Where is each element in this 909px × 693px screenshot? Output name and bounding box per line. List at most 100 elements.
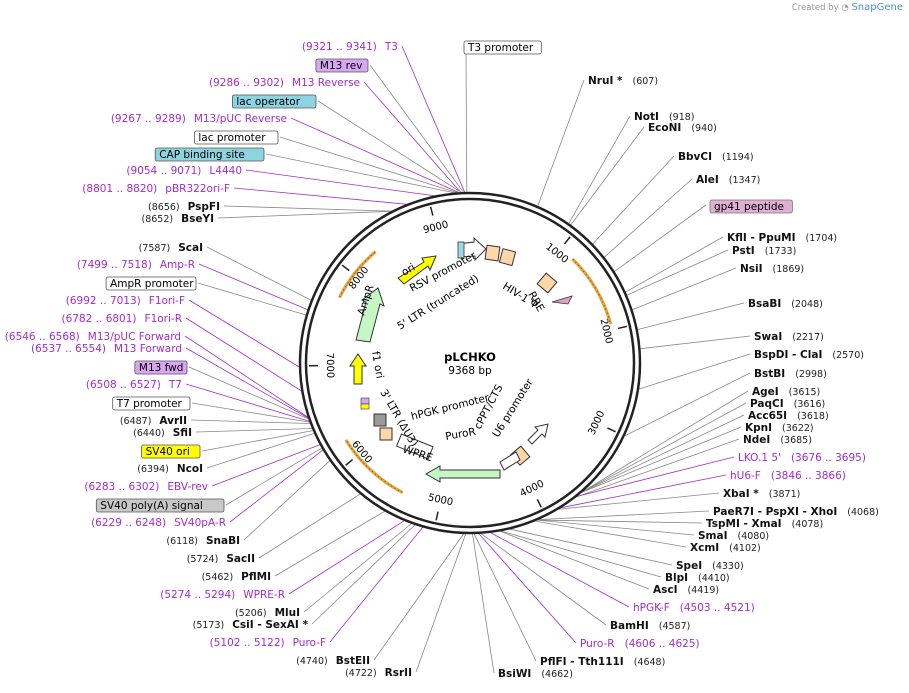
primer-m13-puc-forward[interactable]: (6546 .. 6568)M13/pUC Forward [5,331,181,343]
enzyme-site-kpni[interactable]: KpnI(3622) [745,422,814,434]
primer-lko-1-5[interactable]: LKO.1 5'(3676 .. 3695) [738,452,866,464]
primer-t7[interactable]: (6508 .. 6527)T7 [86,379,182,391]
enzyme-site-scai[interactable]: (7587)ScaI [139,242,203,254]
credit-brand: SnapGene [851,2,903,13]
leader-line [538,510,710,521]
primer-t3[interactable]: (9321 .. 9341)T3 [302,41,398,53]
primer-f1ori-f[interactable]: (6992 .. 7013)F1ori-F [66,295,185,307]
enzyme-site-ndei[interactable]: NdeI(3685) [743,434,812,446]
leader-line [243,460,331,541]
enzyme-site-noti[interactable]: NotI(918) [634,111,694,123]
enzyme-site-blpi[interactable]: BlpI(4410) [665,572,730,584]
enzyme-site-asci[interactable]: AscI(4419) [653,584,719,596]
enzyme-site-paqci[interactable]: PaqCI(3616) [750,398,825,410]
feature-ampr[interactable] [355,287,385,343]
feature-ori[interactable] [397,255,437,285]
enzyme-site-xbai[interactable]: XbaI *(3871) [723,488,800,500]
enzyme-site-ncoi[interactable]: (6394)NcoI [137,463,203,475]
enzyme-site-rsrii[interactable]: (4722)RsrII [345,667,412,679]
svg-text:(5206)MluI: (5206)MluI [235,607,300,619]
svg-text:hU6-F(3846 .. 3866): hU6-F(3846 .. 3866) [730,470,846,482]
primer-puro-f[interactable]: (5102 .. 5122)Puro-F [210,637,326,649]
enzyme-site-tspmi-xmai[interactable]: TspMI - XmaI(4078) [706,518,823,530]
svg-text:PaeR7I - PspXI - XhoI(4068: PaeR7I - PspXI - XhoI(4068) [713,506,879,518]
leader-line [537,519,703,524]
enzyme-site-bsabi[interactable]: BsaBI(2048) [748,298,823,310]
leader-line [288,520,405,595]
leader-line [229,449,324,523]
enzyme-site-kfli-ppumi[interactable]: KflI - PpuMI(1704) [727,232,837,244]
enzyme-site-pspfi[interactable]: (8656)PspFI [148,201,220,213]
enzyme-site-pflmi[interactable]: (5462)PflMI [202,571,271,583]
enzyme-site-nrui[interactable]: NruI *(607) [588,75,658,87]
feature-f1-ori[interactable] [349,353,367,385]
feature-rre[interactable] [536,272,558,294]
ring-tick-mark [607,427,616,433]
primer-f1ori-r[interactable]: (6782 .. 6801)F1ori-R [62,313,182,325]
leader-line [473,533,537,662]
svg-text:PflFI - Tth111I(4648): PflFI - Tth111I(4648) [540,656,665,668]
enzyme-site-bamhi[interactable]: BamHI(4587) [610,620,690,632]
svg-text:SwaI(2217): SwaI(2217) [754,331,824,343]
primer-hpgk-f[interactable]: hPGK-F(4503 .. 4521) [633,602,755,614]
primer-amp-r[interactable]: (7499 .. 7518)Amp-R [77,259,195,271]
leader-line [188,366,309,420]
primer-pbr322ori-f[interactable]: (8801 .. 8820)pBR322ori-F [82,183,230,195]
enzyme-site-bsiwi[interactable]: BsiWI(4662) [498,668,573,680]
primer-m13-puc-reverse[interactable]: (9267 .. 9289)M13/pUC Reverse [111,113,287,125]
primer-m13-reverse[interactable]: (9286 .. 9302)M13 Reverse [209,77,360,89]
enzyme-site-bseyi[interactable]: (8652)BseYI [142,213,214,225]
enzyme-site-smai[interactable]: SmaI(4080) [698,530,769,542]
feature-puror[interactable] [424,465,501,483]
enzyme-site-sacii[interactable]: (5724)SacII [187,553,255,565]
svg-text:KpnI(3622): KpnI(3622) [745,422,814,434]
enzyme-site-paer7i-pspxi-xhoi[interactable]: PaeR7I - PspXI - XhoI(4068) [713,506,879,518]
primer-sv40pa-r[interactable]: (6229 .. 6248)SV40pA-R [91,517,226,529]
leader-line [185,317,302,392]
enzyme-site-bbvci[interactable]: BbvCI(1194) [678,151,754,163]
ring-tick-label: 9000 [422,219,449,236]
enzyme-site-agei[interactable]: AgeI(3615) [752,386,820,398]
enzyme-site-sfii[interactable]: (6440)SfiI [133,427,192,439]
enzyme-site-xcmi[interactable]: XcmI(4102) [690,542,761,554]
enzyme-site-csii-sexai[interactable]: (5173)CsiI - SexAI * [193,619,309,631]
primer-ebv-rev[interactable]: (6283 .. 6302)EBV-rev [84,481,208,493]
enzyme-site-bspdi-clai[interactable]: BspDI - ClaI(2570) [754,349,864,361]
enzyme-site-alei[interactable]: AleI(1347) [696,174,760,186]
enzyme-site-snabi[interactable]: (6118)SnaBI [166,535,240,547]
enzyme-site-bsteii[interactable]: (4740)BstEII [296,655,370,667]
enzyme-site-mlui[interactable]: (5206)MluI [235,607,300,619]
enzyme-site-psti[interactable]: PstI(1733) [732,245,796,257]
feature-wpre[interactable] [395,433,434,460]
svg-text:NdeI(3685): NdeI(3685) [743,434,812,446]
ring-tick-label: 4000 [518,478,546,499]
primer-wpre-r[interactable]: (5274 .. 5294)WPRE-R [160,589,285,601]
svg-text:(7587)ScaI: (7587)ScaI [139,242,203,254]
feature-3-ltr[interactable] [360,397,393,441]
primer-m13-forward[interactable]: (6537 .. 6554)M13 Forward [31,343,182,355]
enzyme-site-spei[interactable]: SpeI(4330) [676,560,744,572]
primer-hu6-f[interactable]: hU6-F(3846 .. 3866) [730,470,846,482]
enzyme-site-bstbi[interactable]: BstBI(2998) [754,368,827,380]
leader-line [415,533,467,673]
svg-text:(6229 .. 6248)SV40pA-R: (6229 .. 6248)SV40pA-R [91,517,226,529]
primer-l4440[interactable]: (9054 .. 9071)L4440 [126,165,242,177]
enzyme-site-acc65i[interactable]: Acc65I(3618) [748,410,829,422]
feature-cap-marker [457,241,465,259]
box-lac-operator: lac operator [231,94,317,109]
primer-puro-r[interactable]: Puro-R(4606 .. 4625) [580,638,700,650]
label-f1-ori: f1 ori [369,350,386,379]
enzyme-site-swai[interactable]: SwaI(2217) [754,331,824,343]
enzyme-site-econi[interactable]: EcoNI(940) [648,122,717,134]
leader-line [185,347,309,419]
leader-line [190,419,311,424]
enzyme-site-avrii[interactable]: (6487)AvrII [120,415,187,427]
enzyme-site-pflfi-tth111i[interactable]: PflFI - Tth111I(4648) [540,656,665,668]
leader-line [195,428,313,433]
leader-line [217,210,392,219]
leader-line [245,169,435,197]
leader-line [225,447,322,506]
enzyme-site-nsii[interactable]: NsiI(1869) [740,263,804,275]
ring-tick-mark [563,236,571,245]
feature-5-ltr[interactable] [484,244,517,267]
